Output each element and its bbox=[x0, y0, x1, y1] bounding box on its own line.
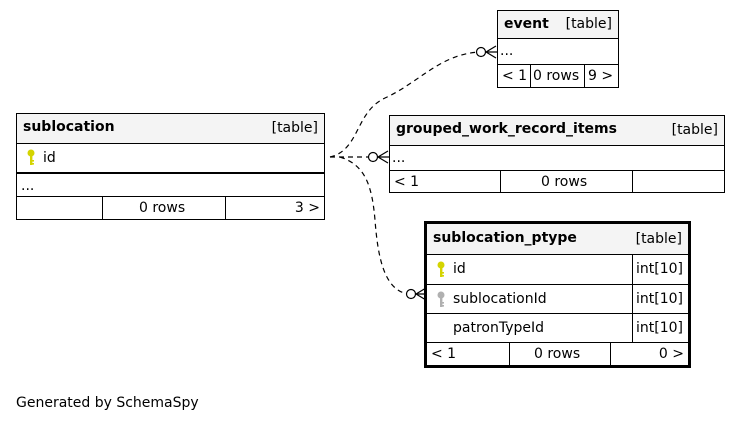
table-sublocation[interactable]: sublocation [table] id ... 0 rows 3 > bbox=[16, 113, 325, 220]
table-type: [table] bbox=[565, 16, 612, 32]
edge-sublocation-ptype bbox=[339, 156, 409, 295]
table-header: event [table] bbox=[498, 11, 618, 39]
table-type: [table] bbox=[271, 120, 318, 136]
column-row-id: id int[10] bbox=[427, 255, 688, 284]
table-type: [table] bbox=[671, 122, 718, 138]
footer-parents: < 1 bbox=[394, 174, 420, 190]
table-name: sublocation bbox=[23, 119, 115, 135]
table-footer: 0 rows 3 > bbox=[17, 196, 324, 220]
table-header: sublocation [table] bbox=[17, 114, 324, 144]
column-type: int[10] bbox=[636, 320, 683, 336]
foreign-key-icon bbox=[437, 291, 445, 307]
footer-rows: 0 rows bbox=[541, 174, 588, 190]
column-row-patrontypeid: patronTypeId int[10] bbox=[427, 313, 688, 342]
footer-children: 9 > bbox=[588, 68, 614, 84]
columns-ellipsis-row: ... bbox=[390, 146, 724, 170]
table-grouped-work-record-items[interactable]: grouped_work_record_items [table] ... < … bbox=[389, 115, 725, 193]
generated-by-text: Generated by SchemaSpy bbox=[16, 395, 199, 411]
footer-rows: 0 rows bbox=[139, 200, 186, 216]
table-name: sublocation_ptype bbox=[433, 230, 577, 246]
footer-rows: 0 rows bbox=[533, 68, 580, 84]
table-type: [table] bbox=[635, 231, 682, 247]
column-name: patronTypeId bbox=[453, 320, 545, 336]
footer-children: 0 > bbox=[658, 346, 684, 362]
ellipsis: ... bbox=[21, 178, 35, 194]
edge-event-optional-circle bbox=[475, 46, 487, 58]
edge-ptype-optional-circle bbox=[405, 288, 417, 300]
table-event[interactable]: event [table] ... < 1 0 rows 9 > bbox=[497, 10, 619, 88]
table-footer: < 1 0 rows 0 > bbox=[427, 342, 688, 365]
column-name: id bbox=[453, 261, 466, 277]
ellipsis: ... bbox=[392, 150, 406, 166]
column-name: sublocationId bbox=[453, 291, 547, 307]
column-type: int[10] bbox=[636, 261, 683, 277]
column-row-id: id bbox=[17, 144, 324, 172]
edge-grouped-optional-circle bbox=[367, 151, 379, 163]
edge-grouped-crowsfoot bbox=[376, 150, 389, 164]
column-type: int[10] bbox=[636, 291, 683, 307]
column-name: id bbox=[43, 150, 56, 166]
column-row-sublocationid: sublocationId int[10] bbox=[427, 284, 688, 313]
footer-rows: 0 rows bbox=[534, 346, 581, 362]
columns-ellipsis-row: ... bbox=[498, 39, 618, 64]
columns-ellipsis-row: ... bbox=[17, 172, 324, 196]
table-header: grouped_work_record_items [table] bbox=[390, 116, 724, 146]
edge-sublocation-event bbox=[329, 51, 481, 158]
table-header: sublocation_ptype [table] bbox=[427, 224, 688, 255]
primary-key-icon bbox=[437, 261, 445, 277]
table-sublocation-ptype[interactable]: sublocation_ptype [table] id int[10] sub… bbox=[424, 221, 691, 368]
table-name: grouped_work_record_items bbox=[396, 121, 617, 137]
primary-key-icon bbox=[27, 149, 35, 165]
table-name: event bbox=[504, 16, 549, 32]
footer-parents: < 1 bbox=[431, 346, 457, 362]
footer-parents: < 1 bbox=[502, 68, 528, 84]
edge-event-crowsfoot bbox=[484, 45, 497, 59]
footer-children: 3 > bbox=[294, 200, 320, 216]
table-footer: < 1 0 rows 9 > bbox=[498, 64, 618, 88]
table-footer: < 1 0 rows bbox=[390, 170, 724, 193]
ellipsis: ... bbox=[500, 43, 514, 59]
